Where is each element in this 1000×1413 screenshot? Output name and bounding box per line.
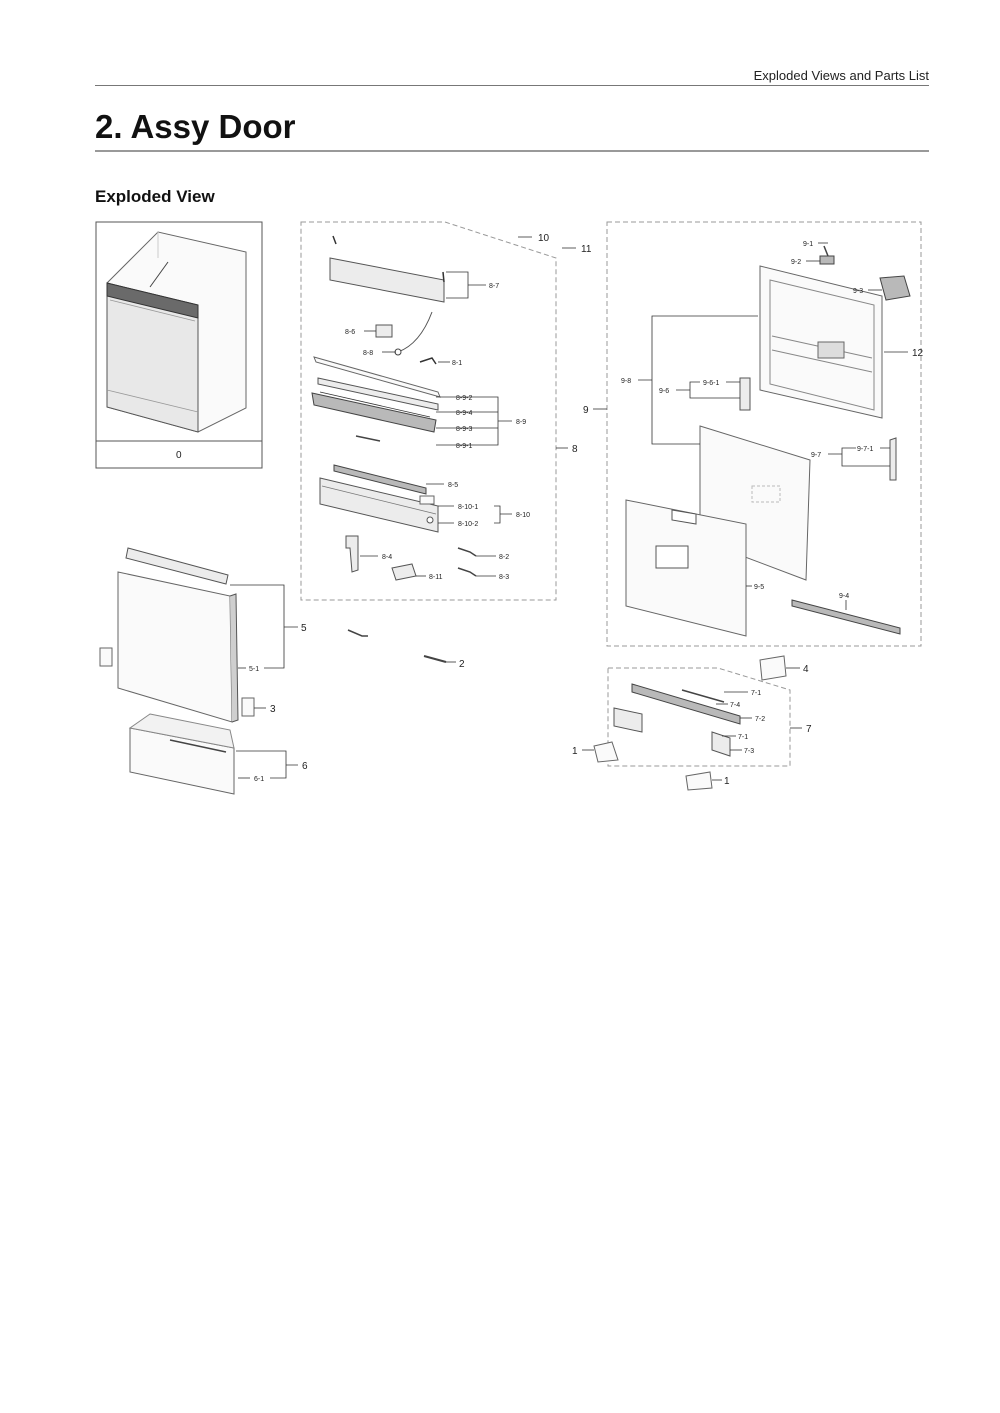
inner-door-group [606, 221, 922, 647]
callout-8-3: 8-3 [499, 574, 509, 581]
title-divider [95, 150, 929, 152]
callout-8-10-1: 8-10-1 [458, 504, 478, 511]
callout-7-2: 7-2 [755, 716, 765, 723]
callout-8-7: 8-7 [489, 283, 499, 290]
callout-7-3: 7-3 [744, 748, 754, 755]
callout-3: 3 [270, 704, 276, 715]
callout-10: 10 [538, 233, 550, 244]
callout-8-9-2: 8-9-2 [456, 395, 472, 402]
callout-8-1: 8-1 [452, 360, 462, 367]
page-title: 2. Assy Door [95, 108, 296, 145]
callout-9-5: 9-5 [754, 584, 764, 591]
leader-lines [230, 236, 908, 781]
hinge-group [593, 667, 791, 791]
callout-9-1: 9-1 [803, 241, 813, 248]
callout-9-6: 9-6 [659, 388, 669, 395]
callout-labels: 0 10 11 8-7 8-6 8-8 8-1 8-9-2 8-9-4 8-9 … [176, 233, 924, 787]
callout-8-11: 8-11 [429, 574, 443, 581]
part-4-shape [759, 655, 787, 681]
callout-8-6: 8-6 [345, 329, 355, 336]
section-heading: Exploded View [95, 187, 215, 206]
door-front-parts [99, 547, 447, 795]
control-panel-group [300, 221, 557, 601]
header-divider [95, 85, 929, 86]
callout-4: 4 [803, 664, 809, 675]
callout-7-4: 7-4 [730, 702, 740, 709]
callout-8-9: 8-9 [516, 419, 526, 426]
callout-9-7-1: 9-7-1 [857, 446, 873, 453]
callout-5-1: 5-1 [249, 666, 259, 673]
callout-8-2: 8-2 [499, 554, 509, 561]
callout-8-9-4: 8-9-4 [456, 410, 472, 417]
callout-9: 9 [583, 405, 589, 416]
callout-9-6-1: 9-6-1 [703, 380, 719, 387]
callout-8-5: 8-5 [448, 482, 458, 489]
callout-8-10-2: 8-10-2 [458, 521, 478, 528]
callout-2: 2 [459, 659, 465, 670]
callout-0: 0 [176, 450, 182, 461]
callout-8: 8 [572, 444, 578, 455]
callout-11: 11 [581, 244, 592, 255]
callout-6: 6 [302, 761, 308, 772]
callout-7: 7 [806, 724, 812, 735]
callout-8-9-1: 8-9-1 [456, 443, 472, 450]
callout-8-9-3: 8-9-3 [456, 426, 472, 433]
callout-6-1: 6-1 [254, 776, 264, 783]
callout-9-8: 9-8 [621, 378, 631, 385]
running-header: Exploded Views and Parts List [753, 68, 929, 83]
callout-8-4: 8-4 [382, 554, 392, 561]
callout-1-bottom: 1 [724, 776, 730, 787]
callout-8-8: 8-8 [363, 350, 373, 357]
callout-9-7: 9-7 [811, 452, 821, 459]
callout-9-4: 9-4 [839, 593, 849, 600]
assembled-dishwasher-view [95, 221, 263, 469]
callout-9-2: 9-2 [791, 259, 801, 266]
callout-7-1-bottom: 7-1 [738, 734, 748, 741]
callout-5: 5 [301, 623, 307, 634]
callout-8-10: 8-10 [516, 512, 530, 519]
callout-7-1-top: 7-1 [751, 690, 761, 697]
callout-1-left: 1 [572, 746, 578, 757]
callout-12: 12 [912, 348, 924, 359]
callout-9-3: 9-3 [853, 288, 863, 295]
